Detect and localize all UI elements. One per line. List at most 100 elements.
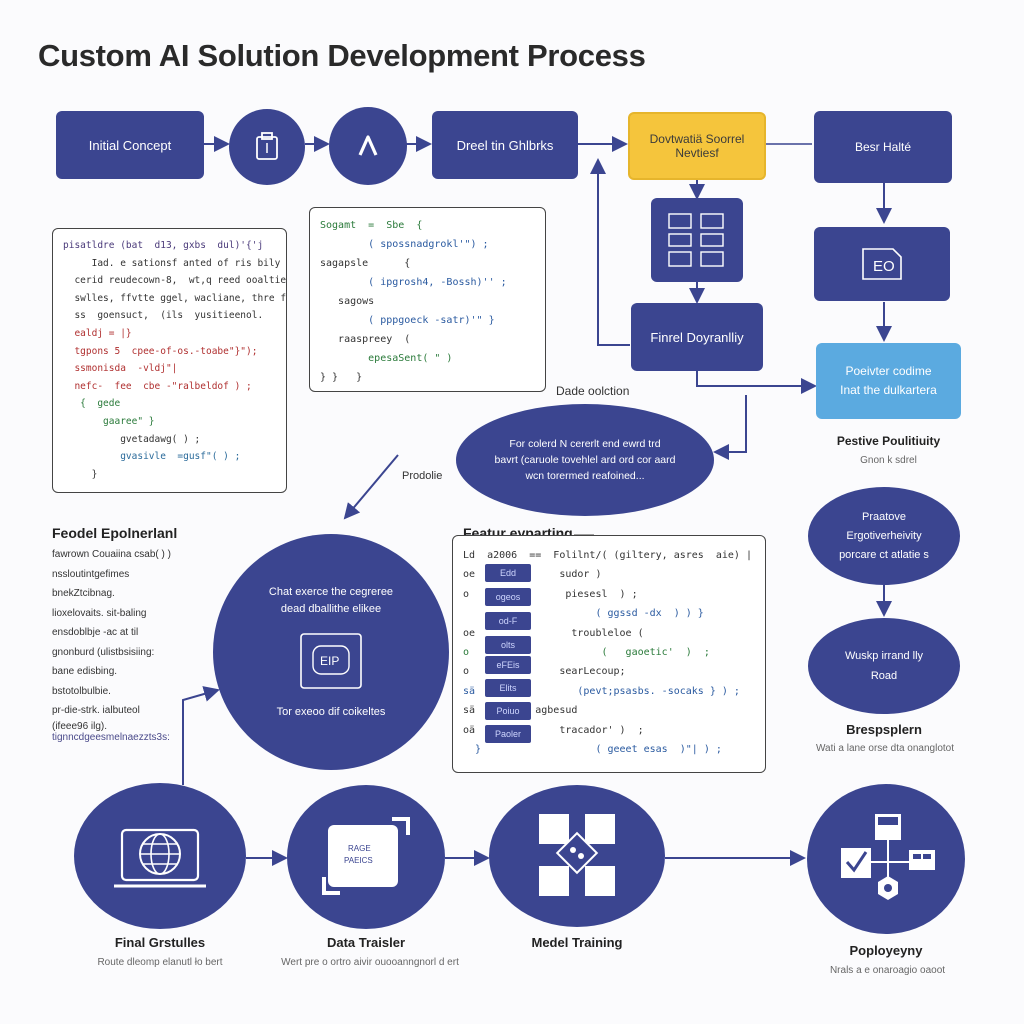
code-line: Sogamt = Sbe {	[320, 220, 423, 231]
sheet-text-1: RAGE	[348, 844, 371, 853]
caret-up-icon	[358, 135, 378, 156]
final-results-circle[interactable]	[74, 783, 246, 929]
page-title: Custom AI Solution Development Process	[38, 38, 646, 73]
code-line: oe troubleloe (	[463, 627, 644, 639]
experiment-item: (ifeee96 ilg).	[52, 720, 108, 732]
final-results-title: Final Grstulles	[114, 935, 206, 950]
waskp-line2: Road	[870, 670, 898, 682]
code-line: gaaree" }	[63, 415, 155, 427]
svg-text:EIP: EIP	[320, 654, 339, 668]
grid-icon	[668, 213, 724, 267]
positivity-box-line2: Inat the dulkartera	[840, 383, 937, 397]
experiment-item: bstotolbulbie.	[52, 685, 111, 697]
positivity-box[interactable]: Poeivter codime Inat the dulkartera	[816, 343, 961, 419]
big-circle-line3: Tor exeoo dif coikeltes	[276, 705, 386, 718]
best-halte-label: Besr Halté	[854, 140, 912, 154]
big-circle-line1: Chat exerce the cegreree	[268, 585, 394, 598]
code-line: Ld a2006 == Folilnt/( (giltery, asres ai…	[463, 550, 752, 561]
code-line: oe sudor )	[463, 569, 602, 581]
code-chip[interactable]: Paoler	[485, 725, 531, 743]
code-line: ealdj = |}	[63, 327, 132, 339]
code-chip[interactable]: Poiuo	[485, 702, 531, 720]
data-source-node[interactable]: Dovtwatiä Soorrel Nevtiesf	[628, 112, 766, 180]
code-chip[interactable]: Elits	[485, 679, 531, 697]
pratove-line1: Praatove	[861, 510, 907, 523]
data-collection-label: Dade oolction	[556, 384, 630, 398]
code-line: tgpons 5 cpee-of-os.-toabe"}");	[63, 345, 258, 357]
final-results-subtitle: Route dleomp elanutl ło bert	[97, 957, 223, 968]
code-chip[interactable]: olts	[485, 636, 531, 654]
code-line: } } }	[320, 372, 363, 383]
analysis-icon-node[interactable]	[329, 107, 407, 185]
code-line: epesaSent( " )	[320, 353, 453, 364]
positivity-subtitle: Gnon k sdrel	[860, 455, 917, 466]
ellipse-text-line1: For colerd N cererlt end ewrd trd	[509, 438, 661, 450]
eo-node[interactable]: EO	[814, 227, 950, 301]
model-experiment-circle[interactable]: Chat exerce the cegreree dead dballithe …	[213, 534, 449, 770]
research-icon-node[interactable]	[229, 109, 305, 185]
code-line: ( ggssd -dx ) ) }	[463, 608, 704, 620]
prespalern-subtitle: Wati a lane orse dta onanglotot	[815, 743, 955, 754]
code-chip[interactable]: od-F	[485, 612, 531, 630]
experiment-item: gnonburd (ulistbsisiing:	[52, 646, 155, 658]
code-line: o piesesl ) ;	[463, 588, 638, 600]
prespalern-title: Brespsplern	[846, 722, 922, 737]
experiment-item: tignncdgeesmelnaezzts3s:	[52, 731, 170, 743]
code-line: sä (pevt;psasbs. -socaks } ) ;	[463, 685, 740, 697]
code-line: o ( gaoetic' ) ;	[463, 647, 710, 659]
experiment-item: nssloutintgefimes	[52, 568, 130, 580]
experiment-item: lioxelovaits. sit-baling	[52, 607, 147, 619]
experiment-item: fawrown Couaiina csab( ) )	[52, 549, 171, 560]
positivity-box-line1: Poeivter codime	[845, 364, 932, 378]
code-line: ( ipgrosh4, -Bossh)'' ;	[320, 277, 507, 288]
deployment-circle[interactable]	[807, 784, 965, 934]
initial-concept-node[interactable]: Initial Concept	[56, 111, 204, 179]
model-training-circle[interactable]	[489, 785, 665, 927]
document-eo-icon: EO	[862, 248, 902, 280]
data-transfer-circle[interactable]: RAGE PAEICS	[287, 785, 445, 929]
pratove-ellipse[interactable]: Praatove Ergotiverheivity porcare ct atl…	[808, 487, 960, 585]
grid-node[interactable]	[651, 198, 743, 282]
code-line: oä tracador' ) ;	[463, 724, 644, 736]
big-circle-line2: dead dballithe elikee	[280, 602, 382, 615]
pratove-line3: porcare ct atlatie s	[839, 548, 929, 561]
code-line: gvasivle =gusf"( ) ;	[63, 451, 241, 463]
globe-monitor-icon	[114, 828, 206, 888]
initial-concept-label: Initial Concept	[88, 137, 172, 153]
code-chip[interactable]: ogeos	[485, 588, 531, 606]
code-chip[interactable]: Edd	[485, 564, 531, 582]
data-transfer-subtitle: Wert pre o ortro aivir ouooanngnorl d er…	[281, 957, 459, 968]
best-halte-node[interactable]: Besr Halté	[814, 111, 952, 183]
document-eip-icon: EIP	[300, 632, 362, 689]
code-chip[interactable]: eFEis	[485, 656, 531, 674]
code-line: sagapsle {	[320, 258, 411, 269]
experiment-item: ensdoblbje -ac at til	[52, 627, 139, 638]
svg-text:EO: EO	[873, 258, 895, 275]
data-transfer-title: Data Traisler	[326, 935, 406, 950]
positivity-title: Pestive Poulitiuity	[836, 434, 941, 448]
final-doy-node[interactable]: Finrel Doyranlliy	[631, 303, 763, 371]
code-line: ( spossnadgrokl'") ;	[320, 239, 489, 250]
drel-label: Dreel tin Ghlbrks	[456, 137, 554, 153]
code-line: nefc- fee cbe -"ralbeldof ) ;	[63, 380, 252, 392]
sheet-text-2: PAEICS	[344, 856, 373, 865]
final-doy-label: Finrel Doyranlliy	[650, 329, 744, 345]
code-line: o searLecoup;	[463, 666, 626, 678]
code-line: }	[63, 468, 98, 480]
code-line: cerid reudecown-8, wt,q reed ooaltiel	[63, 275, 287, 287]
experiment-item: bane edisbing.	[52, 666, 118, 677]
waskp-ellipse[interactable]: Wuskp irrand lly Road	[808, 618, 960, 714]
waskp-line1: Wuskp irrand lly	[844, 650, 924, 662]
code-panel-1: pisatldre (bat d13, gxbs dul)'{'j Iad. e…	[52, 228, 287, 493]
code-line: gvetadawg( ) ;	[63, 433, 201, 445]
experiment-item: pr-die-strk. ialbuteol	[52, 705, 140, 716]
code-line: ss goensuct, (ils yusitieenol.	[63, 310, 264, 322]
code-line: } ( geeet esas )"| ) ;	[463, 744, 722, 756]
data-source-line1: Dovtwatiä Soorrel	[649, 132, 745, 146]
data-collection-ellipse[interactable]: For colerd N cererlt end ewrd trd bavrt …	[456, 404, 714, 516]
code-line: Iad. e sationsf anted of ris bily	[63, 257, 281, 269]
drel-node[interactable]: Dreel tin Ghlbrks	[432, 111, 578, 179]
deployment-subtitle: Nrals a e onaroagio oaoot	[829, 965, 946, 976]
deployment-title: Poployeyny	[849, 943, 923, 958]
ellipse-text-line3: wcn torermed reafoined...	[525, 470, 645, 482]
